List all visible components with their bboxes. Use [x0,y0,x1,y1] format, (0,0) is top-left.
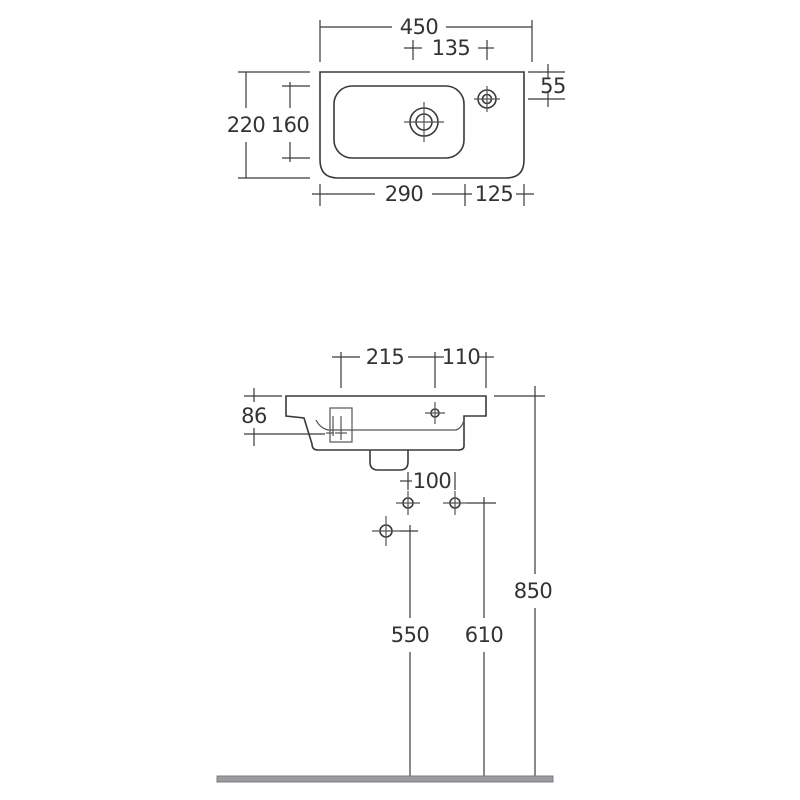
bowl-outline-top [333,85,465,159]
drain-icon [404,102,444,142]
basin-outline-top [319,71,525,179]
dim-label-450: 450 [400,15,439,39]
dimension-135: 135 [404,36,494,60]
dim-label-610: 610 [465,623,504,647]
overflow-box [329,407,353,443]
waste-outlet-icon [372,516,400,546]
side-view: 215 110 86 100 [216,345,554,783]
dim-label-125: 125 [475,182,514,206]
dimension-86: 86 [241,388,325,446]
dimension-550: 550 [391,525,430,776]
basin-outline-side [285,395,487,451]
dimension-450: 450 [319,15,533,62]
dim-label-100: 100 [413,469,452,493]
siphon-outline [369,450,409,471]
dimension-850: 850 [494,386,553,776]
supply-left-icon [396,491,420,515]
dim-label-160: 160 [271,113,310,137]
top-view: 450 135 55 220 [227,15,566,206]
dim-label-850: 850 [514,579,553,603]
dimension-290-125: 290 125 [312,182,534,206]
dim-label-550: 550 [391,623,430,647]
tap-hole-icon [474,86,500,112]
dim-label-220: 220 [227,113,266,137]
bowl-inner-side [315,419,465,431]
dim-label-290: 290 [385,182,424,206]
dim-label-86: 86 [241,404,267,428]
dimension-160: 160 [271,82,310,162]
dimension-55: 55 [528,64,566,107]
dim-label-135: 135 [432,36,471,60]
dimension-215-110: 215 110 [332,345,494,388]
dim-label-110: 110 [442,345,481,369]
floor-line [216,775,554,783]
dimension-220: 220 [227,71,310,179]
dim-label-55: 55 [540,74,566,98]
supply-right-icon [443,491,467,515]
dim-label-215: 215 [366,345,405,369]
dimension-100: 100 [400,469,456,493]
tap-hole-side-icon [425,402,445,424]
dimension-610: 610 [465,497,504,776]
